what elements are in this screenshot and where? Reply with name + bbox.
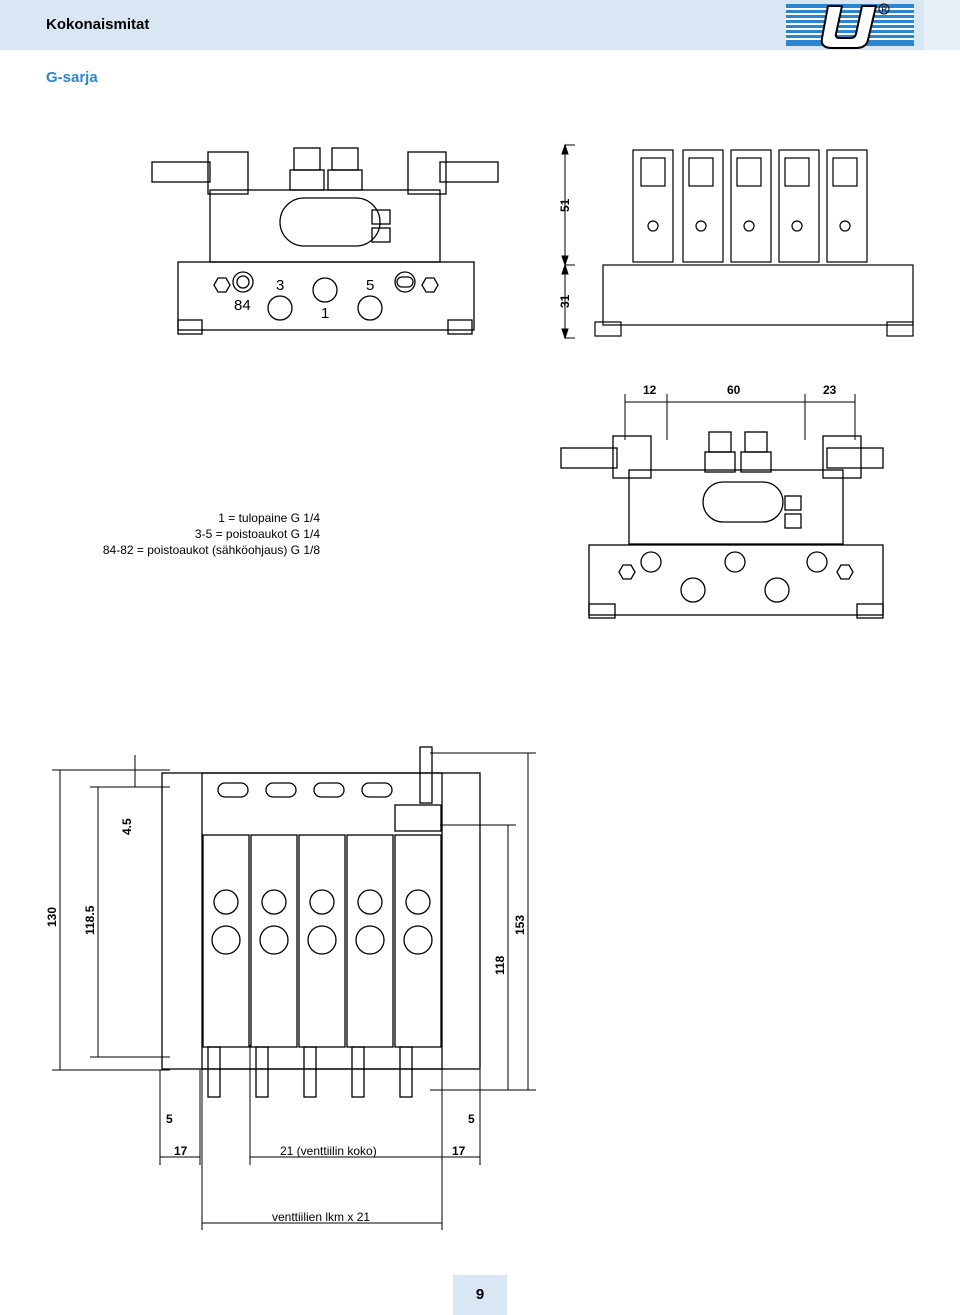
dim-23: 23	[823, 383, 837, 397]
dim-51: 51	[558, 198, 572, 212]
top-view-drawing: 130 118.5 4.5 153 118 5 5 17 21 (venttii…	[45, 746, 536, 1230]
series-subtitle: G-sarja	[46, 69, 98, 86]
dim-4-5: 4.5	[120, 818, 134, 835]
registered-mark: R	[882, 5, 888, 14]
dim-118: 118	[493, 955, 507, 975]
dim-17-right: 17	[452, 1144, 466, 1158]
port-label-1: 1	[321, 305, 329, 322]
dim-5-right: 5	[468, 1112, 475, 1126]
dim-12: 12	[643, 383, 657, 397]
front-view-drawing: 3 5 84 1	[151, 147, 499, 335]
side-view-drawing: 51 31	[558, 143, 914, 340]
brand-logo: R	[780, 0, 920, 50]
dim-valve-size: 21 (venttiilin koko)	[280, 1144, 377, 1158]
dim-17-left: 17	[174, 1144, 188, 1158]
page-number: 9	[453, 1275, 507, 1315]
port-label-5: 5	[366, 277, 374, 294]
front-view-dimensioned-drawing: 12 60 23	[560, 383, 884, 619]
dim-5-left: 5	[166, 1112, 173, 1126]
port-label-84: 84	[234, 297, 251, 314]
dim-153: 153	[513, 915, 527, 935]
dim-31: 31	[558, 294, 572, 308]
legend-line-1: 1 = tulopaine G 1/4	[218, 511, 320, 525]
legend-line-2: 3-5 = poistoaukot G 1/4	[194, 527, 320, 541]
port-legend: 1 = tulopaine G 1/4 3-5 = poistoaukot G …	[50, 510, 320, 558]
header-strip	[924, 0, 960, 50]
legend-line-3: 84-82 = poistoaukot (sähköohjaus) G 1/8	[102, 543, 320, 557]
page-title: Kokonaismitat	[46, 16, 150, 33]
dim-118-5: 118.5	[83, 905, 97, 935]
dim-60: 60	[727, 383, 741, 397]
dim-total-width: venttiilien lkm x 21	[272, 1210, 370, 1224]
dim-130: 130	[45, 907, 59, 927]
port-label-3: 3	[276, 277, 284, 294]
